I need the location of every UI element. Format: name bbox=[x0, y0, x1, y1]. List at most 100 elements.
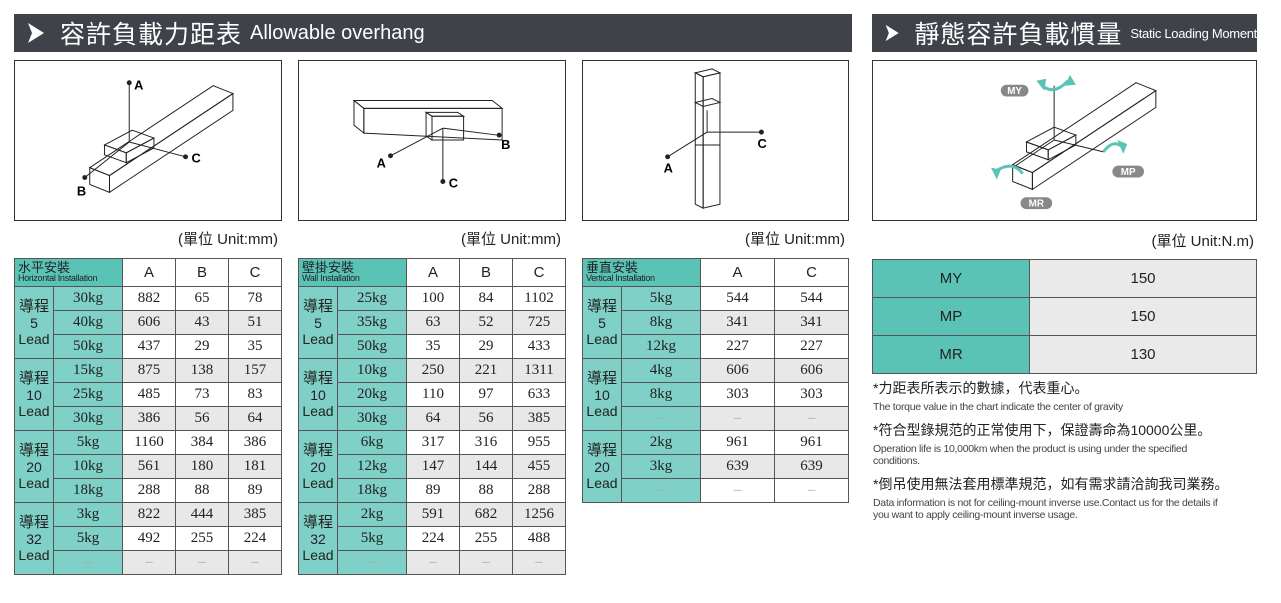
load-cell: 3kg bbox=[621, 454, 701, 479]
load-cell: 12kg bbox=[337, 454, 407, 479]
load-cell: 4kg bbox=[621, 358, 701, 383]
value-cell: 1102 bbox=[512, 286, 566, 311]
load-cell: 10kg bbox=[337, 358, 407, 383]
value-cell: 224 bbox=[228, 526, 282, 551]
value-cell: 227 bbox=[700, 334, 775, 359]
value-cell: 88 bbox=[175, 478, 229, 503]
value-cell: 341 bbox=[700, 310, 775, 335]
value-cell: 561 bbox=[122, 454, 176, 479]
lead-number: 20 bbox=[594, 458, 610, 475]
value-cell: 288 bbox=[122, 478, 176, 503]
lead-en: Lead bbox=[586, 474, 618, 491]
value-cell: 78 bbox=[228, 286, 282, 311]
value-cell: 606 bbox=[122, 310, 176, 335]
value-cell: 317 bbox=[406, 430, 460, 455]
lead-en: Lead bbox=[302, 330, 334, 347]
value-cell: 63 bbox=[406, 310, 460, 335]
note-en: Operation life is 10,000km when the prod… bbox=[873, 442, 1188, 468]
diagram-vertical: A C bbox=[582, 60, 849, 221]
value-cell: 437 bbox=[122, 334, 176, 359]
value-cell: 433 bbox=[512, 334, 566, 359]
value-cell: 221 bbox=[459, 358, 513, 383]
value-cell: 303 bbox=[700, 382, 775, 407]
load-cell: 15kg bbox=[53, 358, 123, 383]
lead-en: Lead bbox=[302, 474, 334, 491]
label-a: A bbox=[377, 156, 386, 171]
lead-en: Lead bbox=[302, 546, 334, 563]
value-cell: – bbox=[459, 550, 513, 575]
diagram-horizontal: A B C bbox=[14, 60, 282, 221]
note-en: Data information is not for ceiling-moun… bbox=[873, 496, 1218, 522]
load-cell: 40kg bbox=[53, 310, 123, 335]
value-cell: 100 bbox=[406, 286, 460, 311]
load-cell: 2kg bbox=[337, 502, 407, 527]
value-cell: 485 bbox=[122, 382, 176, 407]
value-cell: 89 bbox=[406, 478, 460, 503]
label-c: C bbox=[757, 136, 766, 151]
lead-zh: 導程 bbox=[18, 369, 49, 387]
unit-label: (單位 Unit:mm) bbox=[745, 231, 845, 248]
lead-number: 5 bbox=[30, 314, 38, 331]
value-cell: – bbox=[122, 550, 176, 575]
load-cell: – bbox=[621, 478, 701, 503]
load-cell: 6kg bbox=[337, 430, 407, 455]
value-cell: – bbox=[774, 406, 849, 431]
table-row: ––– bbox=[583, 478, 849, 503]
header-zh: 垂直安裝 bbox=[586, 259, 639, 275]
load-cell: 18kg bbox=[53, 478, 123, 503]
value-cell: 455 bbox=[512, 454, 566, 479]
value-cell: 961 bbox=[700, 430, 775, 455]
diagram-wall: A B C bbox=[298, 60, 566, 221]
value-cell: 56 bbox=[175, 406, 229, 431]
banner-title-zh: 靜態容許負載慣量 bbox=[914, 21, 1123, 49]
chevron-right-icon bbox=[885, 24, 899, 42]
value-cell: 255 bbox=[459, 526, 513, 551]
lead-zh: 導程 bbox=[18, 513, 49, 531]
lead-number: 32 bbox=[310, 530, 326, 547]
label-mp: MP bbox=[1121, 167, 1136, 178]
lead-en: Lead bbox=[586, 330, 618, 347]
value-cell: 35 bbox=[228, 334, 282, 359]
column-header: C bbox=[512, 258, 566, 287]
value-cell: 639 bbox=[774, 454, 849, 479]
header-en: Vertical Installation bbox=[586, 272, 655, 283]
notes: *力距表所表示的數據，代表重心。 The torque value in the… bbox=[873, 378, 1273, 522]
load-cell: 50kg bbox=[53, 334, 123, 359]
table-row: –––– bbox=[15, 550, 282, 575]
value-cell: 544 bbox=[700, 286, 775, 311]
load-cell: 25kg bbox=[53, 382, 123, 407]
note-zh: *倒吊使用無法套用標準規范，如有需求請洽詢我司業務。 bbox=[873, 475, 1229, 492]
value-cell: 73 bbox=[175, 382, 229, 407]
load-cell: 5kg bbox=[621, 286, 701, 311]
table-row: ––– bbox=[583, 406, 849, 431]
load-cell: 10kg bbox=[53, 454, 123, 479]
value-cell: 1160 bbox=[122, 430, 176, 455]
value-cell: 385 bbox=[512, 406, 566, 431]
column-header: B bbox=[459, 258, 513, 287]
lead-number: 20 bbox=[310, 458, 326, 475]
load-cell: – bbox=[53, 550, 123, 575]
column-header: B bbox=[175, 258, 229, 287]
value-cell: – bbox=[700, 478, 775, 503]
value-cell: 255 bbox=[175, 526, 229, 551]
value-cell: 64 bbox=[406, 406, 460, 431]
